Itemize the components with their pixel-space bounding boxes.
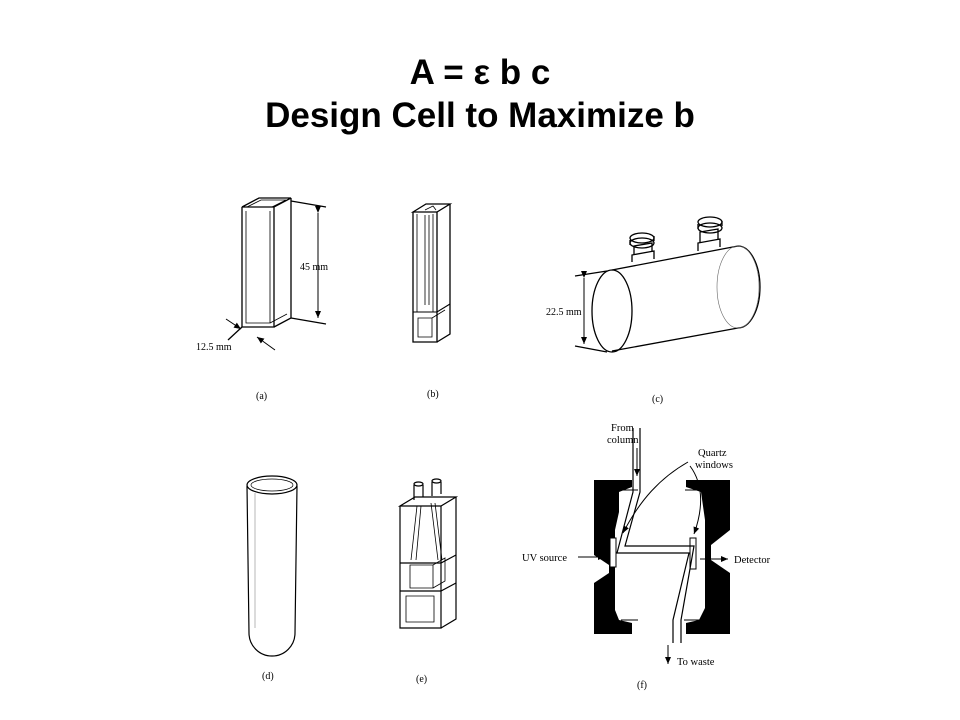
f-windows-line1: Quartz [698, 448, 727, 459]
test-tube-d [246, 475, 298, 657]
f-inlet-line1: From [611, 423, 634, 434]
f-uv-source: UV source [522, 553, 567, 564]
cylinder-cell-c [574, 216, 761, 353]
panel-b-label: (b) [427, 389, 439, 400]
panel-a-label: (a) [256, 391, 267, 402]
flow-cuvette-e [397, 478, 459, 629]
hplc-flow-cell-f [578, 428, 730, 664]
title-line-2: Design Cell to Maximize b [265, 96, 695, 135]
panel-f-label: (f) [637, 680, 647, 691]
panel-c-label: (c) [652, 394, 663, 405]
f-detector: Detector [734, 555, 771, 566]
panel-d-label: (d) [262, 671, 274, 682]
title-line-1: A = ε b c [409, 53, 551, 92]
cuvette-b [410, 203, 453, 343]
f-to-waste: To waste [677, 657, 715, 668]
f-windows-line2: windows [695, 460, 733, 471]
panel-e-label: (e) [416, 674, 427, 685]
f-inlet-line2: column [607, 435, 639, 446]
a-width-dim: 12.5 mm [196, 342, 232, 353]
c-diameter-dim: 22.5 mm [546, 307, 582, 318]
cuvette-a [225, 197, 327, 351]
a-height-dim: 45 mm [300, 262, 328, 273]
